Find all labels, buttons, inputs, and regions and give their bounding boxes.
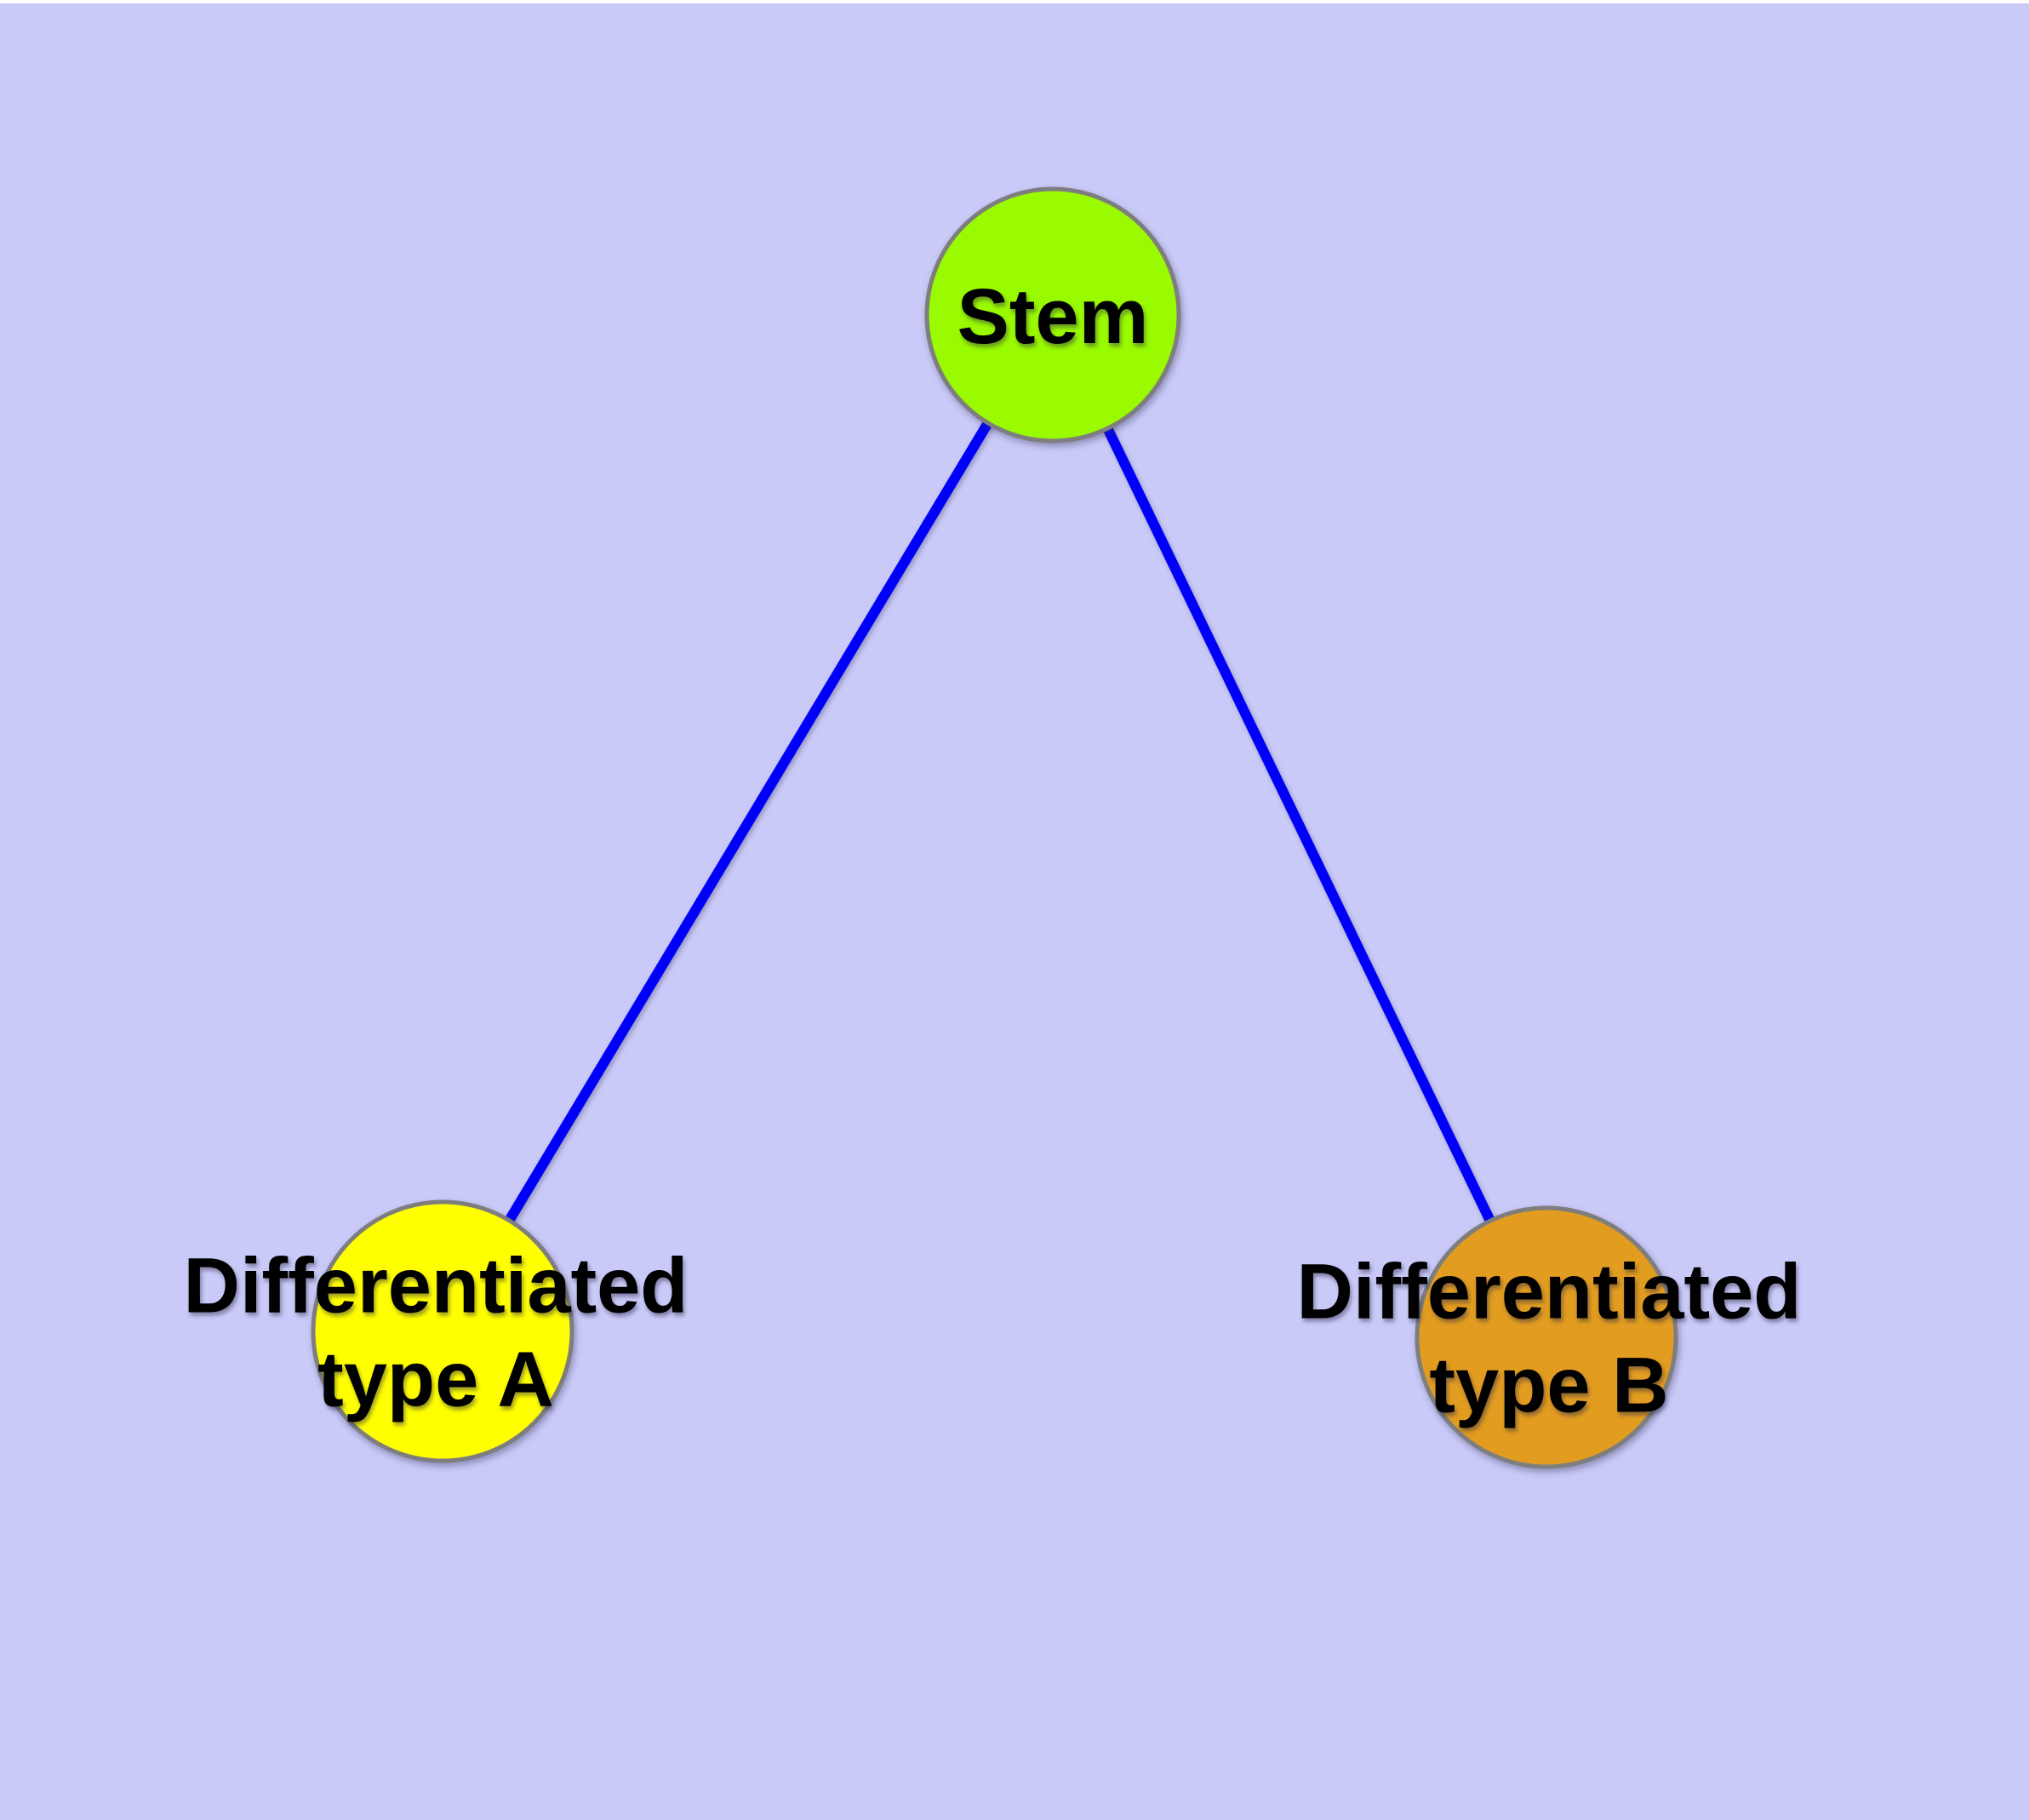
node-stem-circle — [924, 186, 1181, 444]
node-label-stem: Stem — [957, 270, 1149, 363]
node-label-type-a: Differentiated type A — [184, 1239, 689, 1428]
node-label-stem-text: Stem — [957, 272, 1149, 360]
node-label-type-b-line2: type B — [1429, 1342, 1669, 1429]
node-label-type-a-line1: Differentiated — [183, 1242, 689, 1330]
node-label-type-b: Differentiated type B — [1297, 1245, 1802, 1434]
node-type-a-circle — [311, 1199, 574, 1463]
top-edge-strip — [0, 0, 2029, 3]
node-label-type-a-line2: type A — [317, 1336, 554, 1423]
edge-stem-to-type-a — [437, 312, 1058, 1335]
node-label-type-b-line1: Differentiated — [1296, 1248, 1802, 1336]
edge-stem-to-type-b — [1048, 312, 1552, 1340]
node-type-b-circle — [1415, 1205, 1678, 1469]
